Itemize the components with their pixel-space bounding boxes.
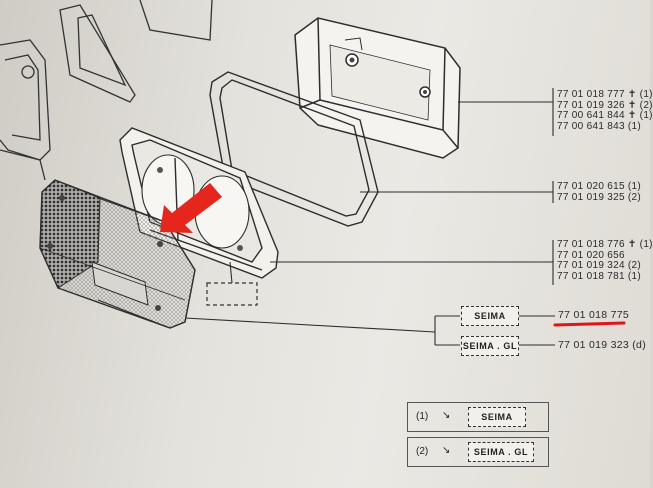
left-partial-assembly [0, 39, 51, 181]
lamp-gasket [209, 71, 379, 227]
housing-part-numbers: 77 01 018 777 ✝ (1) 77 01 019 326 ✝ (2) … [557, 89, 653, 132]
legend-arrow-icon: ↘ [442, 445, 451, 456]
red-underline [553, 321, 626, 327]
part-number: 77 01 018 777 ✝ (1) [557, 89, 653, 100]
part-number: 77 01 020 615 (1) [557, 181, 642, 192]
legend-row-1: (1) ↘ SEIMA [407, 402, 549, 432]
gasket-part-numbers: 77 01 020 615 (1) 77 01 019 325 (2) [557, 181, 642, 203]
red-highlight-arrow [160, 183, 222, 233]
part-number: 77 01 019 324 (2) [557, 260, 642, 272]
part-number: 77 01 020 656 [557, 249, 625, 261]
part-number: 77 01 019 325 (2) [557, 191, 642, 203]
lamp-lens [39, 179, 196, 329]
part-number: 77 01 019 326 ✝ (2) [557, 99, 653, 111]
part-number: 77 01 018 776 ✝ (1) [557, 239, 653, 250]
legend-row-2: (2) ↘ SEIMA . GL [407, 437, 549, 467]
top-partial-frame [59, 0, 213, 103]
bulb-holder-part-numbers: 77 01 018 776 ✝ (1) 77 01 020 656 77 01 … [557, 239, 653, 282]
legend-brand-tag: SEIMA [468, 407, 526, 427]
dashed-part-box [206, 282, 258, 306]
lens-part-number-seima: 77 01 018 775 [558, 309, 630, 321]
legend-marker: (1) [416, 411, 429, 422]
legend-brand-tag: SEIMA . GL [468, 442, 534, 462]
brand-tag-seima-gl: SEIMA . GL [461, 336, 519, 356]
legend-marker: (2) [416, 446, 429, 457]
part-number: 77 00 641 844 ✝ (1) [557, 110, 653, 122]
lens-part-number-seima-gl: 77 01 019 323 (d) [558, 339, 646, 351]
part-number: 77 01 018 781 (1) [557, 270, 642, 282]
brand-tag-seima: SEIMA [461, 306, 519, 326]
legend-arrow-icon: ↘ [442, 410, 451, 421]
lamp-housing [294, 17, 461, 159]
leader-lines [184, 88, 555, 346]
part-number: 77 00 641 843 (1) [557, 120, 642, 132]
